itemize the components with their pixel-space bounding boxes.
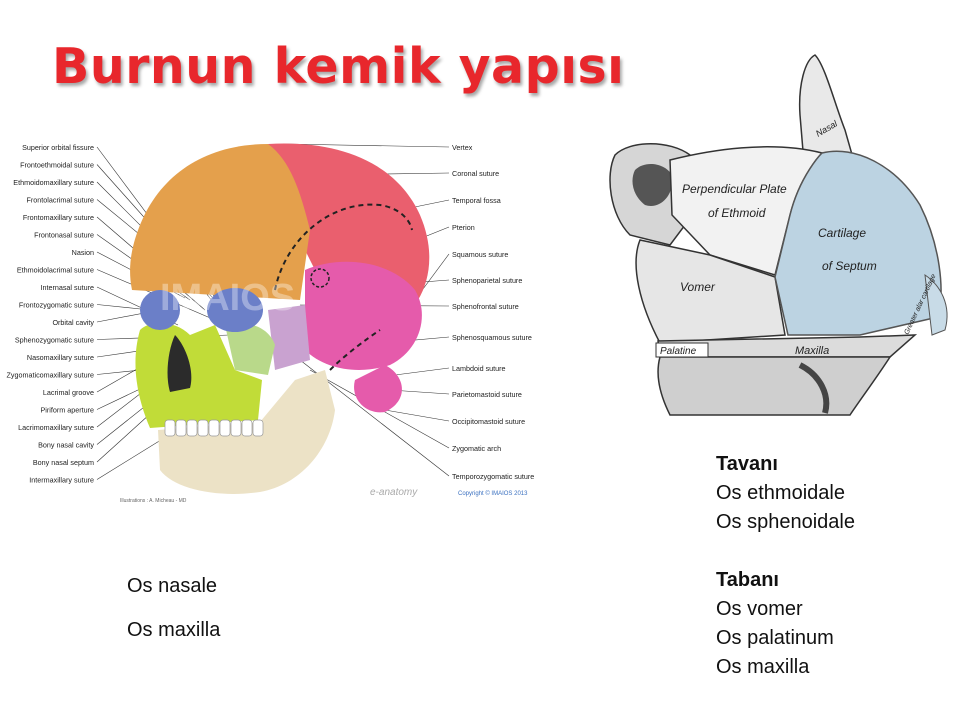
label-perpendicular-plate-1: Perpendicular Plate: [682, 182, 787, 196]
skull-label-right: Temporal fossa: [452, 196, 501, 205]
skull-label-right: Occipitomastoid suture: [452, 417, 525, 426]
label-maxilla: Maxilla: [795, 345, 829, 357]
temporal-bone: [305, 261, 422, 370]
roof-item-sphenoidale: Os sphenoidale: [716, 511, 855, 533]
tooth: [219, 419, 231, 437]
palatine-label-box: [655, 342, 709, 358]
skull-label-left: Superior orbital fissure: [22, 143, 94, 152]
label-cartilage-1: Cartilage: [818, 226, 866, 240]
tooth: [164, 419, 176, 437]
skull-label-right: Zygomatic arch: [452, 444, 501, 453]
tooth: [230, 419, 242, 437]
skull-label-right: Lambdoid suture: [452, 364, 506, 373]
floor-heading: Tabanı: [716, 569, 779, 591]
illustration-credit: Illustrations : A. Micheau - MD: [120, 498, 187, 504]
sphenoid-bone: [268, 305, 310, 370]
tooth: [186, 419, 198, 437]
skull-label-right: Sphenosquamous suture: [452, 333, 532, 342]
skull-label-left: Bony nasal cavity: [38, 441, 94, 450]
skull-label-left: Orbital cavity: [52, 318, 94, 327]
floor-item-vomer: Os vomer: [716, 598, 803, 620]
skull-label-left: Zygomaticomaxillary suture: [7, 371, 94, 380]
list-item-os-maxilla: Os maxilla: [127, 619, 221, 641]
greater-alar-cartilage: [924, 273, 948, 336]
septal-cartilage: [774, 150, 942, 336]
skull-leader-line: [384, 409, 450, 422]
skull-leader-line: [394, 367, 450, 376]
maxilla-shadow: [798, 362, 830, 414]
frontal-bone: [130, 144, 310, 300]
tooth: [241, 419, 253, 437]
skull-label-left: Frontoethmoidal suture: [20, 161, 94, 170]
skull-label-left: Ethmoidomaxillary suture: [13, 178, 94, 187]
skull-label-left: Ethmoidolacrimal suture: [17, 266, 94, 275]
label-vomer: Vomer: [680, 280, 716, 294]
skull-label-left: Lacrimal groove: [43, 388, 94, 397]
tooth: [252, 419, 264, 437]
skull-label-left: Bony nasal septum: [33, 458, 94, 467]
zygomatic-bone: [225, 323, 275, 375]
list-item-os-nasale: Os nasale: [127, 575, 218, 597]
piriform-aperture: [167, 335, 192, 392]
skull-label-left: Frontolacrimal suture: [26, 196, 94, 205]
tooth: [175, 419, 187, 437]
skull-drawing: [130, 143, 430, 494]
skull-label-right: Coronal suture: [452, 169, 499, 178]
tooth: [197, 419, 209, 437]
floor-item-maxilla: Os maxilla: [716, 656, 810, 678]
skull-label-right: Pterion: [452, 223, 475, 232]
roof-floor-list: Tavanı Os ethmoidale Os sphenoidale Taba…: [716, 450, 855, 682]
e-anatomy-logo: e-anatomy: [370, 487, 418, 498]
nasal-septum-illustration: Perpendicular Plate of Ethmoid Cartilage…: [609, 54, 948, 416]
skull-label-left: Nasion: [72, 248, 94, 257]
imaios-watermark: IMAIOS: [160, 277, 295, 319]
skull-label-right: Sphenoparietal suture: [452, 276, 522, 285]
skull-label-left: Lacrimomaxillary suture: [18, 423, 94, 432]
skull-label-left: Frontomaxillary suture: [23, 213, 94, 222]
label-palatine: Palatine: [660, 346, 697, 357]
skull-label-left: Frontozygomatic suture: [19, 301, 94, 310]
vomer-bone: [635, 239, 786, 344]
orbit-left: [140, 290, 180, 330]
skull-label-right: Squamous suture: [452, 250, 508, 259]
label-perpendicular-plate-2: of Ethmoid: [708, 206, 766, 220]
maxilla-bone: [135, 323, 262, 428]
skull-label-right: Parietomastoid suture: [452, 390, 522, 399]
list-spacer: [716, 537, 855, 566]
pterion-mark: [310, 268, 330, 288]
parietal-bone: [268, 143, 430, 300]
skull-label-left: Nasomaxillary suture: [27, 353, 94, 362]
teeth: [164, 419, 264, 437]
septum-drawing: [609, 54, 948, 416]
roof-item-ethmoidale: Os ethmoidale: [716, 482, 845, 504]
skull-label-right: Sphenofrontal suture: [452, 302, 519, 311]
copyright-text: Copyright © IMAIOS 2013: [458, 490, 528, 497]
slide-title: Burnun kemik yapısı: [52, 38, 625, 95]
skull-label-left: Sphenozygomatic suture: [15, 336, 94, 345]
sphenoid-sinus: [632, 163, 673, 206]
skull-label-left: Frontonasal suture: [34, 231, 94, 240]
skull-label-right: Temporozygomatic suture: [452, 472, 534, 481]
skull-label-right: Vertex: [452, 143, 473, 152]
skull-leader-line: [284, 143, 450, 148]
label-cartilage-2: of Septum: [822, 259, 877, 273]
skull-illustration: Superior orbital fissureFrontoethmoidal …: [7, 143, 535, 504]
skull-label-left: Internasal suture: [40, 283, 94, 292]
orbit-right: [207, 288, 263, 332]
temporal-line: [274, 203, 413, 291]
floor-item-palatinum: Os palatinum: [716, 627, 834, 649]
roof-heading: Tavanı: [716, 453, 778, 475]
nasal-bones-list: Os nasale Os maxilla: [127, 572, 220, 660]
tooth: [208, 419, 220, 437]
squamous-line: [329, 329, 381, 371]
mastoid-region: [354, 365, 402, 413]
skull-label-left: Intermaxillary suture: [29, 476, 94, 485]
skull-label-left: Piriform aperture: [40, 406, 94, 415]
maxilla-body: [657, 356, 892, 416]
